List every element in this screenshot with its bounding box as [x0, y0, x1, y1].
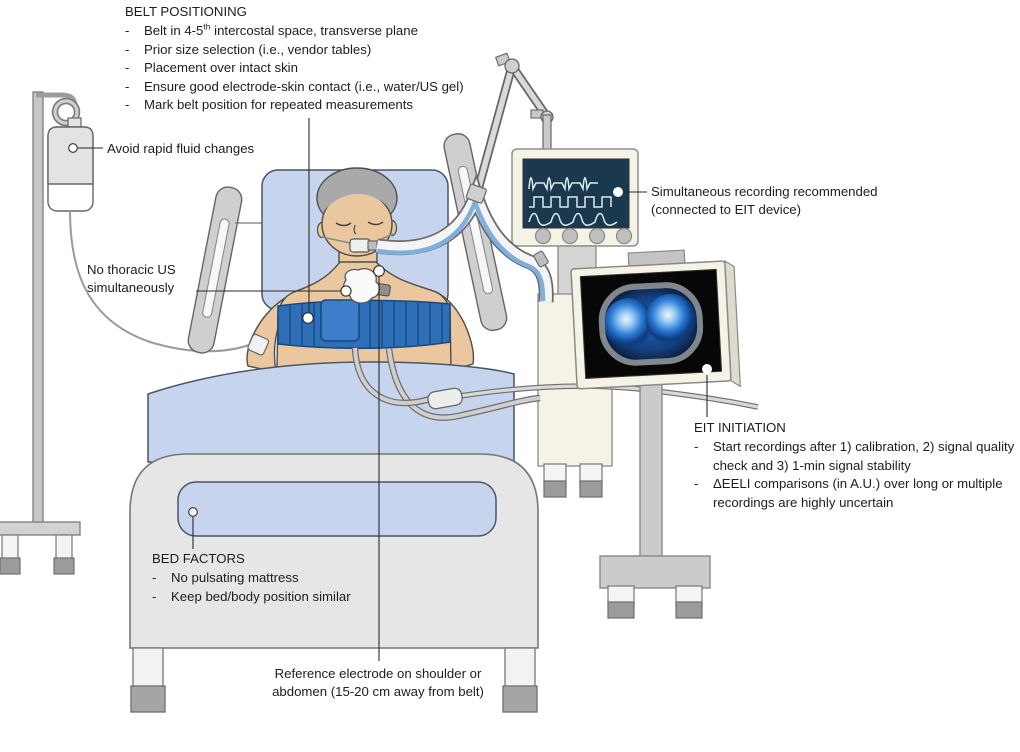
recording-label: Simultaneous recording recommended (conn…	[651, 184, 878, 218]
eit-display	[570, 249, 741, 390]
closed-eye	[335, 222, 352, 227]
caster-wheel	[543, 480, 567, 498]
vitals-monitor	[511, 148, 639, 247]
patient-hair-fringe	[322, 183, 393, 213]
bullet-dash: -	[152, 570, 157, 586]
superscript-ordinal: th	[203, 22, 211, 33]
iv-bag-label: Avoid rapid fluid changes	[107, 141, 255, 156]
eit-initiation-title: EIT INITIATION	[694, 420, 786, 435]
eit-initiation-bullet: - Start recordings after 1) calibration,…	[694, 438, 1016, 475]
bullet-text: Start recordings after 1) calibration, 2…	[713, 439, 1015, 473]
thoracic-us-label: No thoracic US simultaneously	[87, 262, 176, 296]
marker-eit-display	[702, 364, 712, 374]
cable-connector	[427, 387, 463, 410]
et-tube-holder	[349, 238, 371, 253]
bullet-dash: -	[125, 23, 130, 39]
nose	[353, 224, 357, 235]
monitor-stand	[599, 377, 711, 619]
marker-recording	[613, 187, 623, 197]
caster-wheel	[0, 557, 21, 575]
blanket	[147, 361, 515, 463]
belt-positioning-bullet: - Mark belt position for repeated measur…	[125, 96, 565, 114]
bullet-text: Keep bed/body position similar	[171, 588, 351, 604]
bed-factors-bullet: - No pulsating mattress	[152, 569, 412, 587]
bullet-text: ΔEELI comparisons (in A.U.) over long or…	[713, 476, 1003, 510]
marker-iv-bag	[68, 143, 78, 153]
bullet-text: Mark belt position for repeated measurem…	[144, 97, 414, 113]
belt-positioning-bullet: - Belt in 4-5th intercostal space, trans…	[125, 22, 565, 40]
tube-connector	[533, 250, 549, 268]
arm-joint	[504, 58, 520, 74]
caster-wheel	[607, 601, 635, 619]
belt-buckle	[320, 299, 360, 342]
bed-foot	[502, 685, 538, 713]
ventilation-tubing	[375, 173, 554, 303]
monitor-button	[534, 227, 552, 245]
monitor-button	[561, 227, 579, 245]
belt-electrode-segments	[289, 301, 443, 348]
closed-eye	[367, 221, 384, 226]
eit-lung-right	[645, 293, 696, 344]
callouts	[68, 118, 712, 661]
iv-line	[69, 210, 253, 353]
footboard-panel	[177, 481, 497, 537]
bullet-dash: -	[694, 439, 699, 455]
caster-wheel	[53, 557, 75, 575]
bullet-text: No pulsating mattress	[171, 570, 299, 586]
iv-fluid-bag	[47, 117, 94, 212]
belt-positioning-bullet: - Prior size selection (i.e., vendor tab…	[125, 41, 565, 59]
tube-strap	[321, 236, 351, 244]
reference-electrode-label: Reference electrode on shoulder or abdom…	[272, 666, 484, 700]
eit-thorax-image	[598, 282, 704, 366]
marker-reference-electrode	[373, 265, 385, 277]
caster-wheel	[675, 601, 703, 619]
eit-thorax-contour	[598, 282, 704, 366]
bullet-dash: -	[125, 41, 130, 57]
iv-pole	[0, 91, 81, 575]
tube-clamp	[465, 183, 487, 204]
bullet-dash: -	[125, 97, 130, 113]
marker-bed-panel	[188, 507, 198, 517]
belt-positioning-title: BELT POSITIONING	[125, 4, 247, 19]
monitor-button	[615, 227, 633, 245]
bullet-dash: -	[125, 78, 130, 94]
ecg-waveforms	[528, 177, 618, 226]
bed-foot	[130, 685, 166, 713]
bullet-dash: -	[152, 588, 157, 604]
bullet-text: Belt in 4-5th intercostal space, transve…	[144, 22, 418, 39]
belt-positioning-bullet: - Placement over intact skin	[125, 59, 565, 77]
belt-positioning-note: BELT POSITIONING - Belt in 4-5th interco…	[125, 3, 565, 114]
eit-belt	[277, 299, 451, 350]
bed-rail-left	[187, 186, 243, 354]
bullet-dash: -	[694, 476, 699, 492]
et-tube-connector	[367, 240, 378, 251]
marker-belt	[302, 312, 314, 324]
belt-positioning-bullet: - Ensure good electrode-skin contact (i.…	[125, 78, 565, 96]
iv-catheter	[247, 333, 270, 356]
bullet-text: Prior size selection (i.e., vendor table…	[144, 41, 372, 57]
bullet-text: Placement over intact skin	[144, 60, 298, 76]
vent-tube-blue	[376, 195, 546, 302]
eit-initiation-note: EIT INITIATION - Start recordings after …	[694, 419, 1016, 512]
bed-factors-title: BED FACTORS	[152, 551, 245, 566]
eit-initiation-bullet: - ΔEELI comparisons (in A.U.) over long …	[694, 475, 1016, 512]
bed-factors-bullet: - Keep bed/body position similar	[152, 588, 412, 606]
ultrasound-probe	[342, 268, 391, 304]
monitor-button	[588, 227, 606, 245]
bullet-dash: -	[125, 60, 130, 76]
bullet-text: Ensure good electrode-skin contact (i.e.…	[144, 78, 464, 94]
bed-footboard	[129, 453, 539, 713]
caster-wheel	[579, 480, 603, 498]
belt-cables	[351, 347, 759, 421]
marker-us-probe	[340, 285, 352, 297]
bed-factors-note: BED FACTORS - No pulsating mattress - Ke…	[152, 550, 412, 606]
monitor-buttons	[534, 227, 633, 245]
monitor-screen	[522, 158, 630, 229]
eit-lung-left	[603, 298, 654, 349]
